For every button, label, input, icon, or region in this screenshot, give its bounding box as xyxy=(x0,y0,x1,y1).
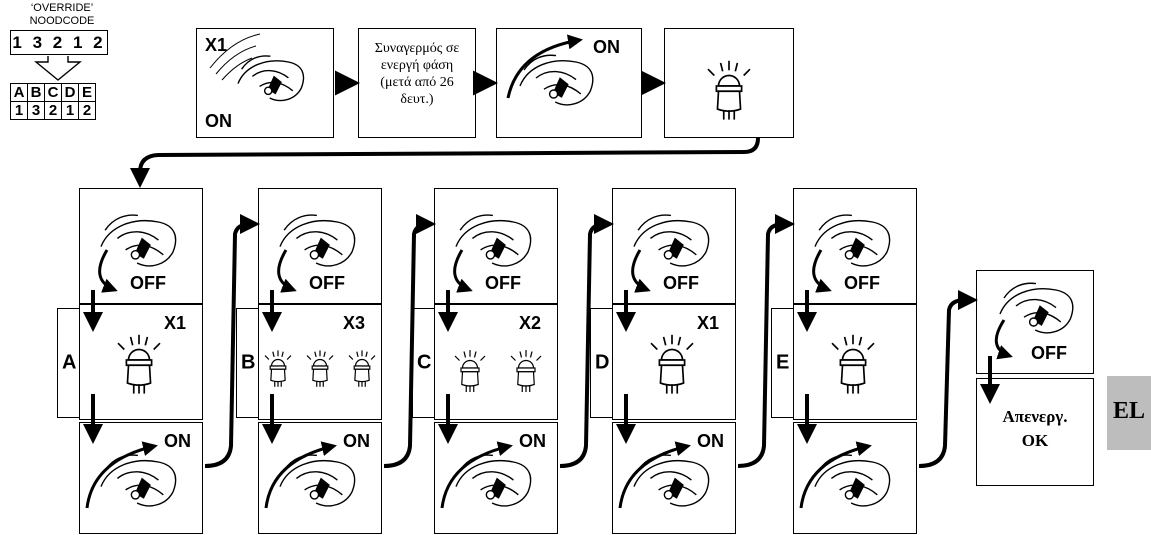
connector-arrow xyxy=(737,214,795,468)
remote-state: ON xyxy=(205,111,232,131)
step-on-label: ON xyxy=(343,431,370,451)
connector-arrow xyxy=(559,214,614,468)
hand-key-icon xyxy=(100,454,177,507)
step-off-label: OFF xyxy=(663,273,699,293)
turn-on-arrow xyxy=(799,441,872,509)
turn-key-arrow xyxy=(506,34,583,99)
step-off-label: OFF xyxy=(309,273,345,293)
turn-off-arrow xyxy=(277,249,297,293)
flashing-lamp-icon xyxy=(510,350,542,392)
hand-key-icon xyxy=(279,214,356,267)
connector-arrow xyxy=(130,137,760,188)
connector-arrow xyxy=(383,214,436,468)
language-badge: EL xyxy=(1107,376,1151,450)
ignition-key-icon xyxy=(519,54,594,106)
hand-key-icon xyxy=(455,214,532,267)
hand-key-icon xyxy=(814,454,891,507)
turn-off-arrow xyxy=(994,319,1013,360)
turn-on-arrow xyxy=(85,441,158,509)
flashing-lamp-icon xyxy=(306,350,334,387)
language-badge-label: EL xyxy=(1112,398,1145,424)
step-off-label: OFF xyxy=(130,273,166,293)
flashing-lamp-icon xyxy=(348,350,376,387)
remote-count: X1 xyxy=(205,35,228,55)
code-value-cell: 2 xyxy=(78,101,96,120)
flashing-lamp-box xyxy=(664,28,794,138)
step-on-label: ON xyxy=(697,431,724,451)
step-letter: A xyxy=(62,351,77,374)
step-letter: C xyxy=(417,351,432,374)
turn-off-arrow xyxy=(631,249,651,293)
flashing-lamp-icon xyxy=(650,334,694,394)
signal-waves-icon xyxy=(209,33,261,81)
flashing-lamp-icon xyxy=(831,334,875,394)
step-letter: B xyxy=(241,351,256,374)
step-off-label: OFF xyxy=(844,273,880,293)
step-flash-count: X3 xyxy=(343,313,366,333)
step-letter-tab: C xyxy=(412,308,436,418)
turn-on-arrow xyxy=(618,441,691,509)
step-letter-tab: D xyxy=(590,308,614,418)
flashing-lamp-icon xyxy=(454,350,486,392)
flashing-lamp-icon xyxy=(707,60,751,120)
final-off-label: OFF xyxy=(1031,343,1067,363)
connector-arrow xyxy=(918,290,978,468)
step-off-box: OFF xyxy=(258,188,382,304)
override-code-title: ‘OVERRIDE’ NOODCODE xyxy=(2,2,122,28)
hand-key-icon xyxy=(999,282,1074,334)
override-down-arrow xyxy=(34,56,82,81)
hand-key-icon xyxy=(100,214,177,267)
step-on-label: ON xyxy=(164,431,191,451)
turn-on-arrow xyxy=(264,441,337,509)
alarm-text: Συναγερμός σε ενεργή φάση (μετά από 26 δ… xyxy=(374,41,460,107)
turn-off-arrow xyxy=(98,249,118,293)
step-letter: E xyxy=(776,351,790,374)
alarm-text-box: Συναγερμός σε ενεργή φάση (μετά από 26 δ… xyxy=(358,28,476,138)
ignition-on-label: ON xyxy=(593,37,620,57)
step-off-label: OFF xyxy=(485,273,521,293)
flashing-lamp-icon xyxy=(264,350,292,387)
turn-off-arrow xyxy=(812,249,832,293)
remote-control-icon xyxy=(237,55,305,102)
step-letter-tab: B xyxy=(236,308,260,418)
override-title-line2: NOODCODE xyxy=(29,15,95,27)
step-flash-count: X2 xyxy=(519,313,542,333)
flashing-lamp-icon xyxy=(117,334,161,394)
hand-key-icon xyxy=(633,454,710,507)
step-on-label: ON xyxy=(519,431,546,451)
turn-on-arrow xyxy=(440,441,513,509)
step-letter-tab: A xyxy=(57,308,81,418)
step-flash-count: X1 xyxy=(164,313,187,333)
hand-key-icon xyxy=(633,214,710,267)
result-line1: Απενεργ. xyxy=(1002,407,1068,426)
hand-key-icon xyxy=(455,454,532,507)
hand-key-icon xyxy=(814,214,891,267)
override-digits: 1 3 2 1 2 xyxy=(10,30,108,55)
step-flash-count: X1 xyxy=(697,313,720,333)
turn-off-arrow xyxy=(453,249,473,293)
step-letter-tab: E xyxy=(771,308,795,418)
connector-arrow xyxy=(204,214,260,468)
step-letter: D xyxy=(595,351,610,374)
override-title-line1: ‘OVERRIDE’ xyxy=(30,2,94,14)
result-line2: OK xyxy=(1021,431,1049,450)
